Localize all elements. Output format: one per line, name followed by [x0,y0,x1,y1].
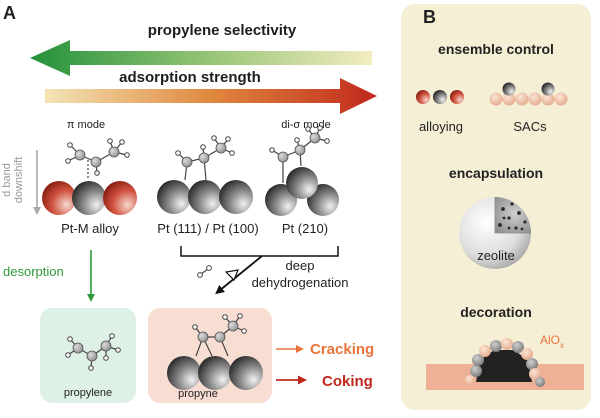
decoration-title: decoration [460,304,532,320]
alloy-structure [42,138,137,215]
propyne-molecule [192,313,247,357]
alloy-atom-m [42,181,76,215]
panel-a-letter: A [3,3,16,23]
selectivity-label: propylene selectivity [148,22,297,39]
pt210-structure [265,125,339,216]
zeolite-label: zeolite [477,248,515,263]
downshift-text: downshift [13,157,25,203]
cracking-label: Cracking [310,341,374,358]
pt-atom-step [286,167,318,199]
deep-text: deep [286,258,315,273]
desorption-label: desorption [3,264,64,279]
panel-b-letter: B [423,7,436,27]
alox-subscript: x [560,341,564,350]
gas-propylene-molecule [65,333,121,371]
panel-a: A propylene selectivity adsorption stren… [1,3,377,403]
alloying-label: alloying [419,119,463,134]
adsorbed-propylene [175,135,235,181]
alloy-label: Pt-M alloy [61,221,119,236]
dehydrogenation-text: dehydrogenation [252,275,349,290]
h2-molecule [197,265,212,278]
pt-atom [188,180,222,214]
adsorbed-propylene-step [269,125,330,183]
pt-atom [229,356,263,390]
decorated-particle [465,338,545,387]
propylene-molecule [65,138,130,180]
d-band-text: d band [1,163,13,197]
pt111-label: Pt (111) / Pt (100) [157,221,258,236]
alox-main: AlO [540,333,560,347]
coking-label: Coking [322,373,373,390]
adsorption-label: adsorption strength [119,69,261,86]
alloy-atom-pt [72,181,106,215]
d-band-indicator: d band downshift [1,150,41,215]
h2-release-arrowhead [224,269,239,282]
pt-atom [219,180,253,214]
alloy-atom-m [103,181,137,215]
sacs-illustration [489,82,568,106]
alox-label: AlOx [540,333,564,350]
ensemble-title: ensemble control [438,41,554,57]
alox-overlayer [465,338,545,387]
propyne-surface [167,356,263,390]
pt-atom [167,356,201,390]
zeolite-sphere [459,197,531,269]
pi-mode-label: π mode [67,119,105,131]
deep-bracket [180,246,339,257]
pt-atom [198,356,232,390]
sacs-label: SACs [513,119,547,134]
alloying-illustration [416,90,464,104]
selectivity-arrow [30,40,372,76]
deep-arrow [215,255,263,295]
panel-b: B ensemble control alloying SACs encapsu… [401,4,591,410]
encapsulation-title: encapsulation [449,165,543,181]
propyne-label: propyne [178,388,218,400]
pt-atom [157,180,191,214]
pt111-structure [157,135,253,214]
adsorption-arrow [45,78,377,114]
propylene-label: propylene [64,387,112,399]
pt-nanoparticles [498,202,527,231]
pt210-label: Pt (210) [282,221,328,236]
